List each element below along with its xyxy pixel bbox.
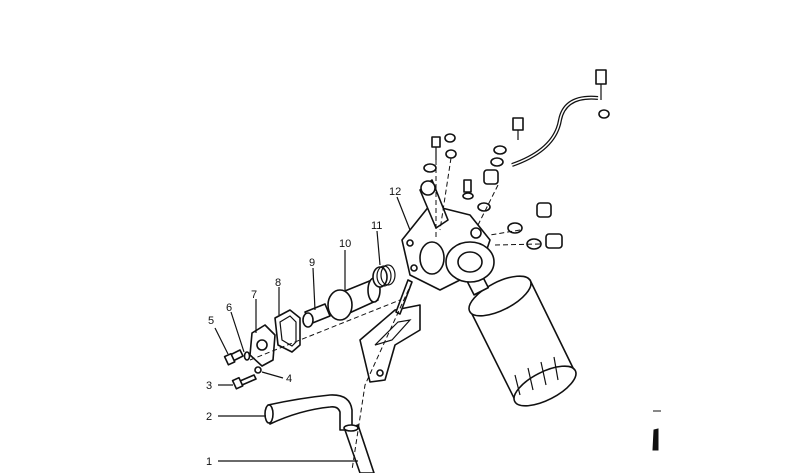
cropped-fragment: [652, 410, 661, 451]
oil-filter-housing: [401, 179, 495, 291]
leader-lines: [214, 196, 411, 462]
assembly-lines: [249, 157, 541, 471]
oil-line: [511, 95, 599, 167]
sleeve-part-10: [327, 277, 381, 321]
label-12: 12: [389, 186, 401, 198]
label-8: 8: [275, 277, 281, 289]
label-6: 6: [226, 302, 232, 314]
label-2: 2: [206, 411, 212, 423]
screws-and-washers: [223, 349, 262, 390]
cover-part-7: [249, 324, 276, 367]
gasket-part-8: [274, 309, 301, 353]
spring-part-11: [372, 264, 396, 288]
label-11: 11: [371, 220, 382, 232]
label-9: 9: [309, 257, 315, 269]
label-10: 10: [339, 238, 351, 250]
hose-part-1-2: [264, 394, 375, 473]
label-5: 5: [208, 315, 214, 327]
piston-part-9: [302, 303, 331, 328]
label-7: 7: [251, 289, 257, 301]
label-1: 1: [206, 456, 212, 468]
oil-filter: [466, 274, 577, 407]
upper-fittings: [423, 69, 610, 250]
label-4: 4: [286, 373, 292, 385]
label-3: 3: [206, 380, 212, 392]
